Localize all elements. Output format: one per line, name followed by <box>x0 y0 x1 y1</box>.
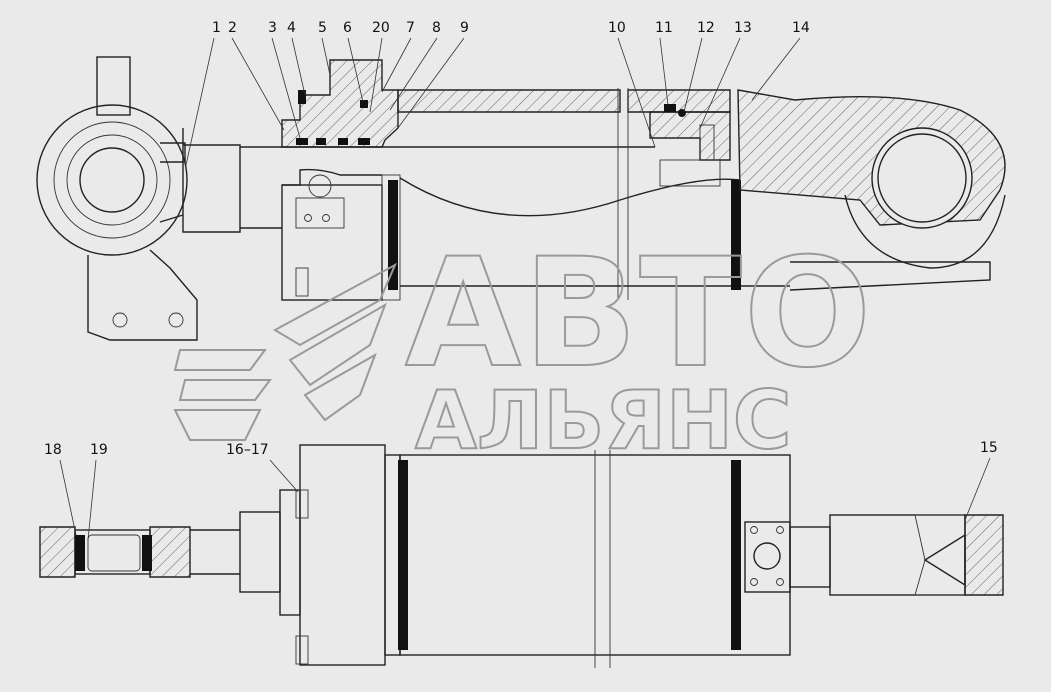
top-callout-leader-9 <box>397 37 465 129</box>
bottom-callout-label-0: 18 <box>44 442 62 458</box>
top-callout-leader-7 <box>381 37 412 93</box>
bottom-callout-leader-2 <box>269 459 299 493</box>
top-callout-leader-4 <box>321 37 331 76</box>
top-callout-leader-1 <box>231 37 285 131</box>
bottom-callout-leader-3 <box>964 457 991 521</box>
top-callout-label-14: 14 <box>792 20 810 36</box>
top-cylinder-section <box>36 56 1006 341</box>
top-callout-leader-6 <box>369 37 383 113</box>
top-callout-leader-5 <box>347 37 364 103</box>
top-callout-label-1: 2 <box>228 20 237 36</box>
top-callout-leader-12 <box>683 37 703 113</box>
bottom-callout-leader-0 <box>59 459 77 536</box>
watermark-logo: АВТО АЛЬЯНС <box>173 226 873 468</box>
top-callout-label-0: 1 <box>212 20 221 36</box>
top-callout-label-2: 3 <box>268 20 277 36</box>
top-callout-leader-3 <box>291 37 306 96</box>
top-callout-label-11: 11 <box>655 20 673 36</box>
watermark-line1: АВТО <box>405 227 873 401</box>
top-callout-leader-13 <box>699 37 741 129</box>
top-callout-label-7: 7 <box>406 20 415 36</box>
top-callout-leader-14 <box>751 37 801 101</box>
top-callout-leader-0 <box>185 37 215 166</box>
top-callout-leader-11 <box>659 37 669 106</box>
top-callout-label-3: 4 <box>287 20 296 36</box>
bottom-callout-leader-1 <box>87 459 97 541</box>
top-callout-label-12: 12 <box>697 20 715 36</box>
top-callout-label-5: 6 <box>343 20 352 36</box>
watermark-line2: АЛЬЯНС <box>415 374 792 467</box>
top-callout-label-8: 8 <box>432 20 441 36</box>
top-callout-leader-10 <box>617 37 656 148</box>
top-callout-label-13: 13 <box>734 20 752 36</box>
top-callout-leader-2 <box>271 37 301 139</box>
left-rod-eye <box>36 104 188 256</box>
bottom-cylinder-view <box>39 444 1004 668</box>
top-callout-label-10: 10 <box>608 20 626 36</box>
bottom-callout-label-2: 16–17 <box>226 442 269 458</box>
bottom-callout-label-3: 15 <box>980 440 998 456</box>
top-callout-label-9: 9 <box>460 20 469 36</box>
watermark-emblem <box>173 262 398 441</box>
top-callout-label-4: 5 <box>318 20 327 36</box>
top-callout-label-6: 20 <box>372 20 390 36</box>
bottom-callout-label-1: 19 <box>90 442 108 458</box>
top-callout-leader-8 <box>389 37 438 111</box>
